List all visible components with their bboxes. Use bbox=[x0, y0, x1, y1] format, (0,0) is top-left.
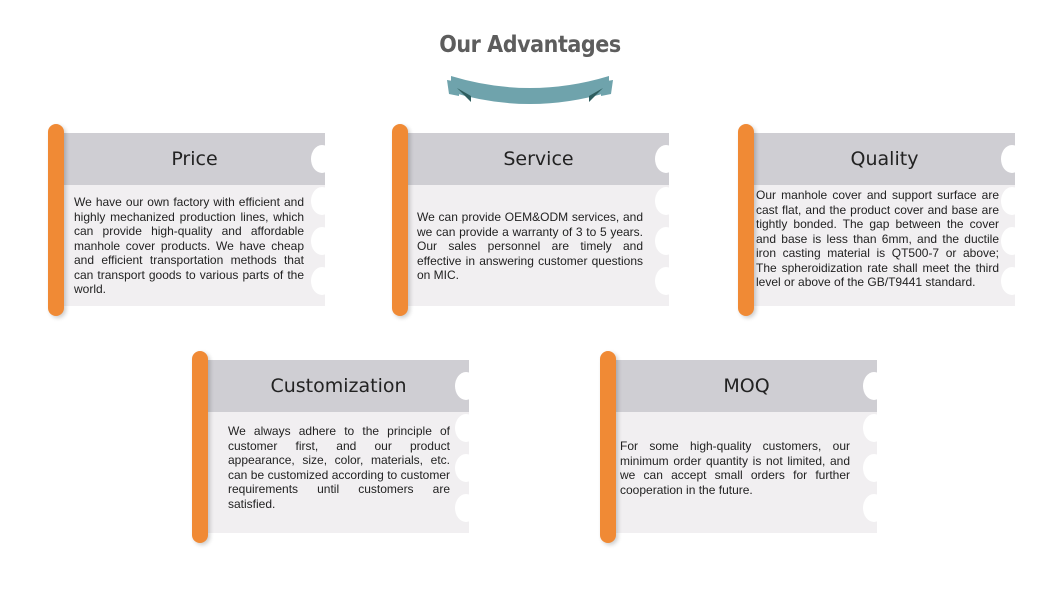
card-title: MOQ bbox=[723, 375, 770, 397]
card-customization: Customization We always adhere to the pr… bbox=[192, 351, 477, 543]
card-title: Service bbox=[503, 148, 574, 170]
card-title: Price bbox=[171, 148, 218, 170]
card-quality: Quality Our manhole cover and support su… bbox=[738, 124, 1023, 316]
ribbon-icon bbox=[447, 76, 613, 104]
card-title: Quality bbox=[850, 148, 919, 170]
card-price: Price We have our own factory with effic… bbox=[48, 124, 333, 316]
accent-bar bbox=[738, 124, 754, 316]
accent-bar bbox=[48, 124, 64, 316]
accent-bar bbox=[392, 124, 408, 316]
accent-bar bbox=[600, 351, 616, 543]
card-title: Customization bbox=[270, 375, 407, 397]
card-header bbox=[56, 133, 325, 185]
card-text: We can provide OEM&ODM services, and we … bbox=[417, 210, 643, 282]
card-service: Service We can provide OEM&ODM services,… bbox=[392, 124, 677, 316]
card-text: For some high-quality customers, our min… bbox=[620, 439, 850, 497]
card-text: Our manhole cover and support surface ar… bbox=[756, 188, 999, 289]
card-text: We have our own factory with efficient a… bbox=[74, 195, 304, 296]
page-title: Our Advantages bbox=[439, 32, 621, 58]
card-text: We always adhere to the principle of cus… bbox=[228, 424, 450, 511]
accent-bar bbox=[192, 351, 208, 543]
card-body bbox=[56, 185, 325, 306]
card-moq: MOQ For some high-quality customers, our… bbox=[600, 351, 885, 543]
